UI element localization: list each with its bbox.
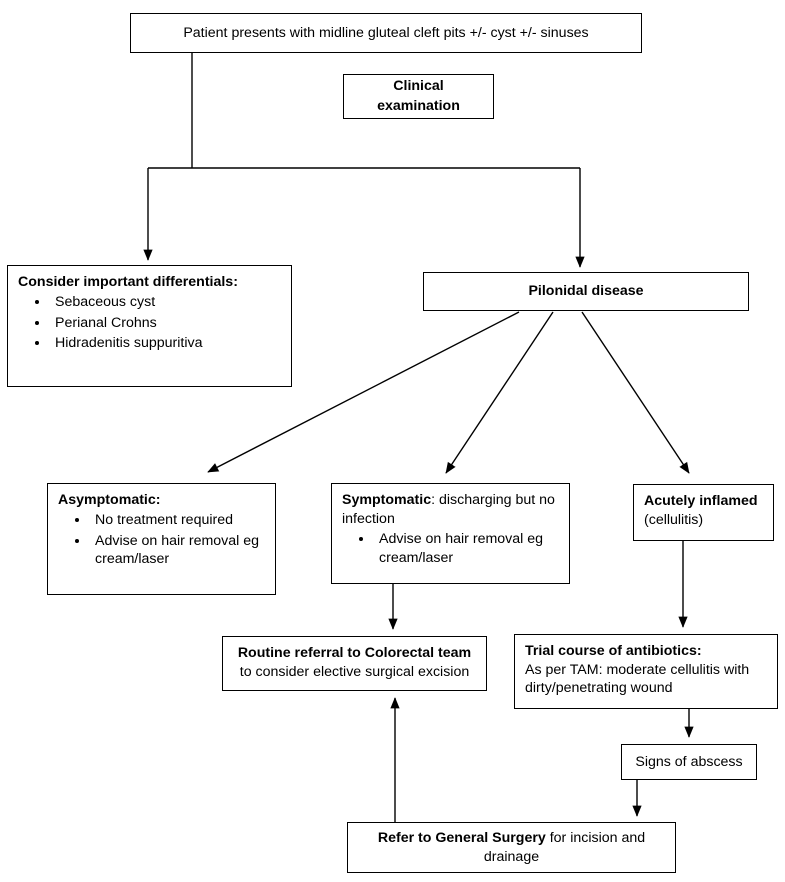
node-asymptomatic: Asymptomatic: No treatment required Advi… <box>47 483 276 595</box>
routine-referral-subtext: to consider elective surgical excision <box>239 663 470 680</box>
antibiotics-line1: As per TAM: moderate cellulitis with <box>525 661 750 678</box>
antibiotics-line2: dirty/penetrating wound <box>525 680 673 697</box>
list-item: Advise on hair removal eg cream/laser <box>374 530 559 568</box>
node-clinical-examination: Clinical examination <box>343 74 494 119</box>
acutely-inflamed-heading: Acutely inflamed <box>644 493 758 509</box>
signs-of-abscess-text: Signs of abscess <box>635 753 743 770</box>
node-pilonidal-disease-text: Pilonidal disease <box>528 283 644 300</box>
node-signs-of-abscess: Signs of abscess <box>621 744 757 780</box>
list-item: Advise on hair removal eg cream/laser <box>90 532 265 570</box>
node-consider-differentials: Consider important differentials: Sebace… <box>7 265 292 387</box>
routine-referral-heading: Routine referral to Colorectal team <box>237 645 472 661</box>
differentials-heading: Consider important differentials: <box>18 274 238 290</box>
symptomatic-heading-row: Symptomatic: discharging but no infectio… <box>342 491 559 528</box>
asymptomatic-heading: Asymptomatic: <box>58 492 161 508</box>
clinical-examination-line1: Clinical <box>393 77 444 94</box>
connector-pilonidal-to-acute <box>581 311 690 474</box>
list-item: Perianal Crohns <box>50 314 281 333</box>
refer-general-surgery-heading: Refer to General Surgery <box>377 829 546 846</box>
clinical-examination-line2: examination <box>377 97 460 114</box>
list-item: No treatment required <box>90 511 265 530</box>
symptomatic-list: Advise on hair removal eg cream/laser <box>342 530 559 568</box>
list-item: Hidradenitis suppuritiva <box>50 334 281 353</box>
refer-general-surgery-text: Refer to General Surgery for incision an… <box>358 829 665 866</box>
node-pilonidal-disease: Pilonidal disease <box>423 272 749 311</box>
asymptomatic-list: No treatment required Advise on hair rem… <box>58 511 265 569</box>
list-item: Sebaceous cyst <box>50 293 281 312</box>
node-routine-referral: Routine referral to Colorectal team to c… <box>222 636 487 691</box>
connector-pilonidal-to-symptomatic <box>445 311 554 474</box>
acutely-inflamed-subtext: (cellulitis) <box>644 511 704 528</box>
antibiotics-heading: Trial course of antibiotics: <box>525 643 702 659</box>
node-acutely-inflamed: Acutely inflamed (cellulitis) <box>633 484 774 541</box>
node-symptomatic: Symptomatic: discharging but no infectio… <box>331 483 570 584</box>
differentials-list: Sebaceous cyst Perianal Crohns Hidradeni… <box>18 293 281 353</box>
node-refer-general-surgery: Refer to General Surgery for incision an… <box>347 822 676 873</box>
node-clinical-examination-text: Clinical examination <box>377 77 460 116</box>
node-patient-presentation: Patient presents with midline gluteal cl… <box>130 13 642 53</box>
refer-general-surgery-heading-rest: for incision and drainage <box>483 829 646 865</box>
symptomatic-heading-rest: : discharging but no infection <box>342 492 555 527</box>
node-trial-antibiotics: Trial course of antibiotics: As per TAM:… <box>514 634 778 709</box>
node-patient-presentation-text: Patient presents with midline gluteal cl… <box>183 24 589 41</box>
symptomatic-heading: Symptomatic <box>342 492 432 508</box>
